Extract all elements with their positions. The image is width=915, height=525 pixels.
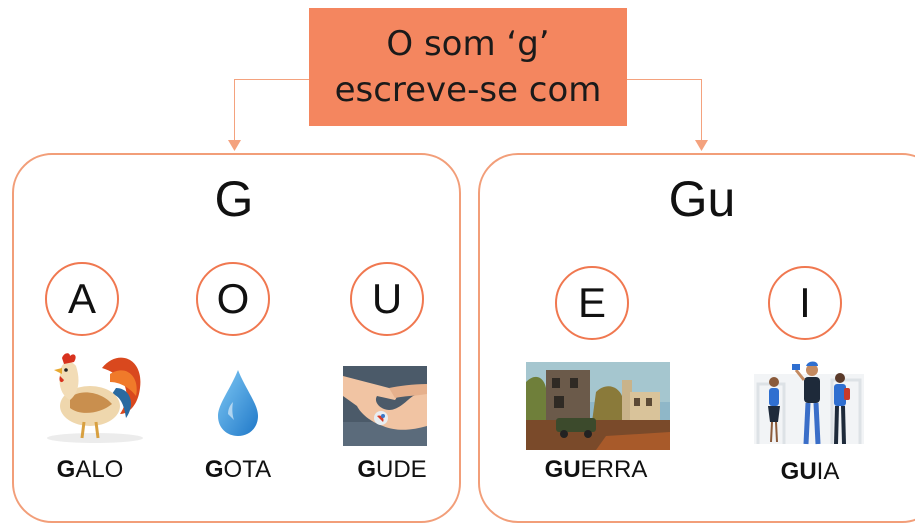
header-line-2: escreve-se com — [334, 70, 602, 110]
header-box: O som ‘g’ escreve-se com — [309, 8, 627, 126]
war-ruins-icon — [526, 362, 670, 450]
vowel-a: A — [45, 262, 119, 336]
left-panel — [12, 153, 461, 523]
right-panel-title: Gu — [668, 171, 736, 227]
word-gude: GUDE — [357, 456, 427, 483]
vowel-u: U — [350, 262, 424, 336]
left-connector-v — [234, 79, 235, 145]
right-connector-h — [627, 79, 701, 80]
marble-hand-icon — [343, 366, 427, 446]
word-galo: GALO — [56, 456, 124, 483]
right-connector-v — [701, 79, 702, 145]
right-panel — [478, 153, 915, 523]
water-drop-icon — [218, 370, 258, 436]
header-line-1: O som ‘g’ — [386, 24, 550, 64]
tour-guide-icon — [754, 361, 864, 445]
rooster-icon — [47, 353, 143, 443]
left-panel-title: G — [214, 171, 254, 227]
word-gota: GOTA — [204, 456, 272, 483]
vowel-i: I — [768, 266, 842, 340]
right-arrow-head — [695, 140, 708, 151]
left-arrow-head — [228, 140, 241, 151]
vowel-o: O — [196, 262, 270, 336]
word-guia: GUIA — [780, 458, 840, 485]
word-guerra: GUERRA — [544, 456, 648, 483]
vowel-e: E — [555, 266, 629, 340]
left-connector-h — [234, 79, 309, 80]
